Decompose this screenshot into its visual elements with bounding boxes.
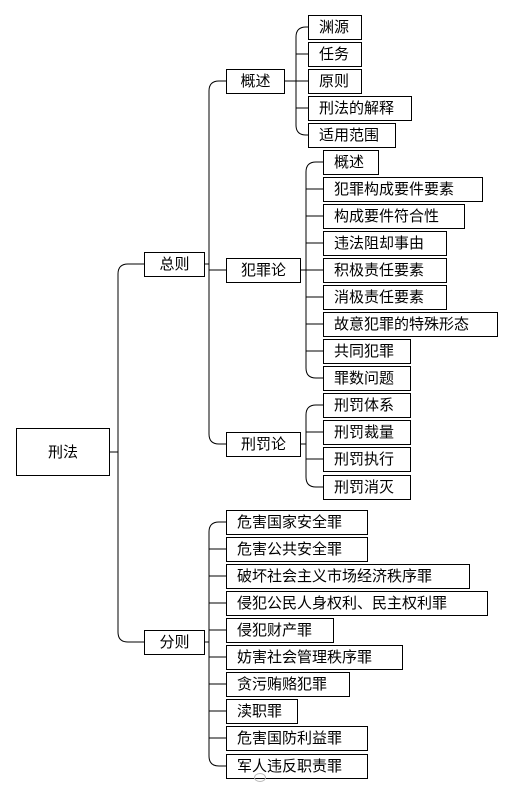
gaishu-item: 原则 [308,69,362,94]
fanzui-item: 故意犯罪的特殊形态 [323,312,498,337]
xingfa-node: 刑罚论 [226,432,301,457]
gaishu-item: 适用范围 [308,123,396,148]
gaishu-node: 概述 [226,69,285,94]
zongze-node: 总则 [144,252,205,277]
fenze-item: 妨害社会管理秩序罪 [226,645,403,670]
fanzui-node: 犯罪论 [226,258,301,283]
fenze-node: 分则 [144,630,205,655]
fenze-item: 贪污贿赂犯罪 [226,672,350,697]
fanzui-item: 积极责任要素 [323,258,447,283]
fanzui-item: 罪数问题 [323,366,411,391]
weibo-logo-icon [254,773,266,782]
root-node: 刑法 [16,428,110,476]
fanzui-item: 概述 [323,150,379,175]
fenze-item: 侵犯公民人身权利、民主权利罪 [226,591,488,616]
fanzui-item: 犯罪构成要件要素 [323,177,483,202]
xingfa-item: 刑罚执行 [323,447,411,472]
fenze-item: 侵犯财产罪 [226,618,334,643]
gaishu-item: 刑法的解释 [308,96,412,121]
xingfa-item: 刑罚体系 [323,393,411,418]
fanzui-item: 共同犯罪 [323,339,411,364]
fanzui-item: 违法阻却事由 [323,231,447,256]
watermark [254,773,266,782]
gaishu-item: 任务 [308,42,362,67]
xingfa-item: 刑罚消灭 [323,475,411,500]
fenze-item: 渎职罪 [226,699,298,724]
gaishu-item: 渊源 [308,15,362,40]
fenze-item: 危害国家安全罪 [226,510,368,535]
fenze-item: 军人违反职责罪 [226,754,368,779]
fenze-item: 破坏社会主义市场经济秩序罪 [226,564,470,589]
fanzui-item: 构成要件符合性 [323,204,465,229]
fenze-item: 危害国防利益罪 [226,726,368,751]
fanzui-item: 消极责任要素 [323,285,447,310]
xingfa-item: 刑罚裁量 [323,420,411,445]
fenze-item: 危害公共安全罪 [226,537,368,562]
